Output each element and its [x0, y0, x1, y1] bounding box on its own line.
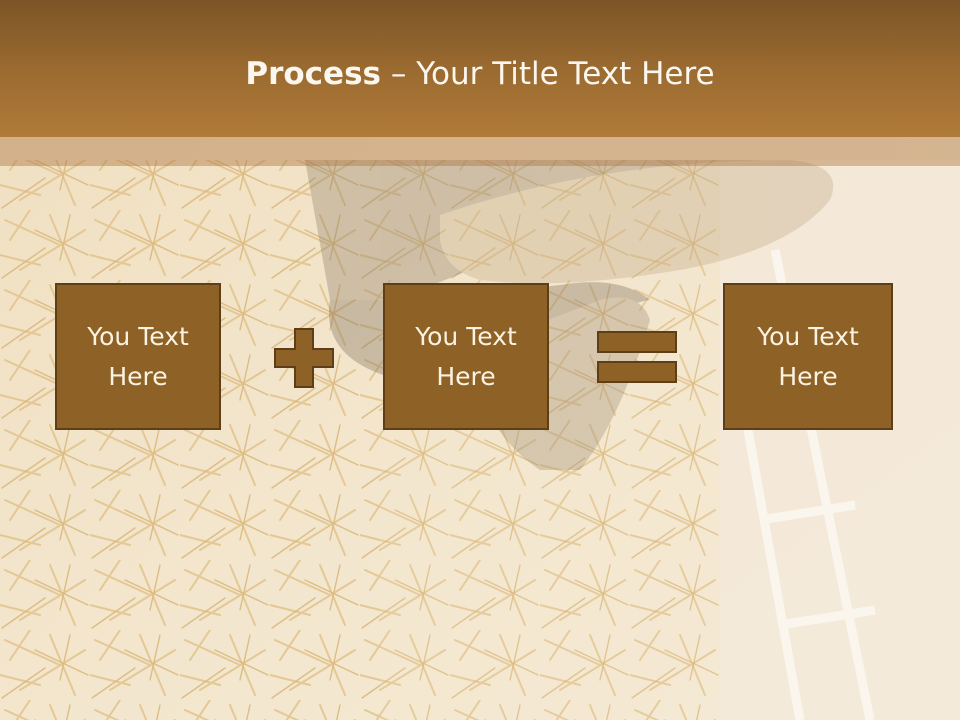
process-box-3-label: You Text Here	[757, 321, 859, 391]
process-box-1[interactable]: You Text Here	[55, 283, 221, 430]
page-title: Process – Your Title Text Here	[0, 52, 960, 96]
process-box-3[interactable]: You Text Here	[723, 283, 893, 430]
title-bar	[0, 0, 960, 137]
header-strip	[0, 137, 960, 166]
process-box-1-label: You Text Here	[87, 321, 189, 391]
title-rest: – Your Title Text Here	[381, 56, 715, 92]
title-bold: Process	[245, 56, 381, 92]
plus-icon	[274, 328, 334, 388]
equals-icon	[597, 331, 677, 383]
process-box-2[interactable]: You Text Here	[383, 283, 549, 430]
process-box-2-label: You Text Here	[415, 321, 517, 391]
